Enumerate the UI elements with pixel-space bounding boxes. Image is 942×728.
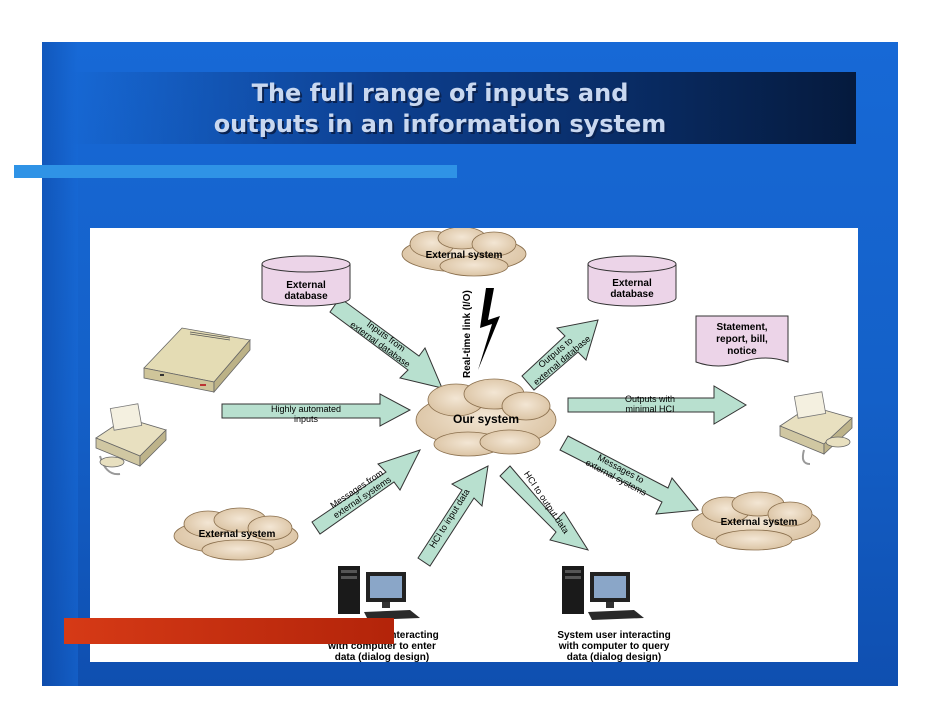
label-hci-input: HCI to input data — [427, 487, 471, 550]
desktop-computer-icon — [562, 566, 644, 620]
accent-bar-blue — [14, 165, 457, 178]
label-messages-from: Messages fromexternal systems — [326, 466, 394, 521]
document-icon — [695, 315, 789, 367]
cloud-right-external-system — [691, 491, 821, 551]
cloud-left-label: External system — [199, 529, 276, 540]
arrow-hci-output — [499, 465, 590, 551]
fax-machine-icon — [779, 391, 853, 465]
cloud-center-our-system — [415, 378, 557, 457]
arrow-outputs-ext-db — [521, 319, 599, 391]
cloud-top-external-system — [401, 228, 527, 277]
arrow-inputs-ext-db — [329, 297, 443, 389]
title-line-1: The full range of inputs and — [251, 79, 629, 107]
database-icon — [261, 255, 351, 307]
cloud-right-label: External system — [721, 517, 798, 528]
title-band — [70, 72, 856, 144]
modem-icon — [143, 327, 251, 394]
document-label: Statement,report, bill,notice — [716, 322, 768, 357]
database-icon — [587, 255, 677, 307]
desktop-computer-icon — [338, 566, 420, 620]
slide-title: The full range of inputs and outputs in … — [160, 78, 720, 140]
arrow-hci-input — [417, 465, 489, 567]
cloud-left-external-system — [173, 507, 299, 561]
arrow-outputs-minimal-hci — [567, 385, 747, 425]
lightning-bolt-icon — [478, 288, 500, 370]
fax-machine-icon — [95, 403, 167, 476]
title-line-2: outputs in an information system — [213, 110, 667, 138]
realtime-link-label: Real-time link (I/O) — [462, 290, 473, 378]
center-label: Our system — [453, 412, 519, 426]
slide-left-shade — [42, 42, 78, 686]
cloud-top-label: External system — [426, 250, 503, 261]
arrow-messages-from — [311, 449, 421, 535]
accent-bar-red — [64, 618, 394, 644]
arrow-messages-to — [559, 435, 699, 515]
arrow-highly-automated-inputs — [221, 393, 412, 427]
